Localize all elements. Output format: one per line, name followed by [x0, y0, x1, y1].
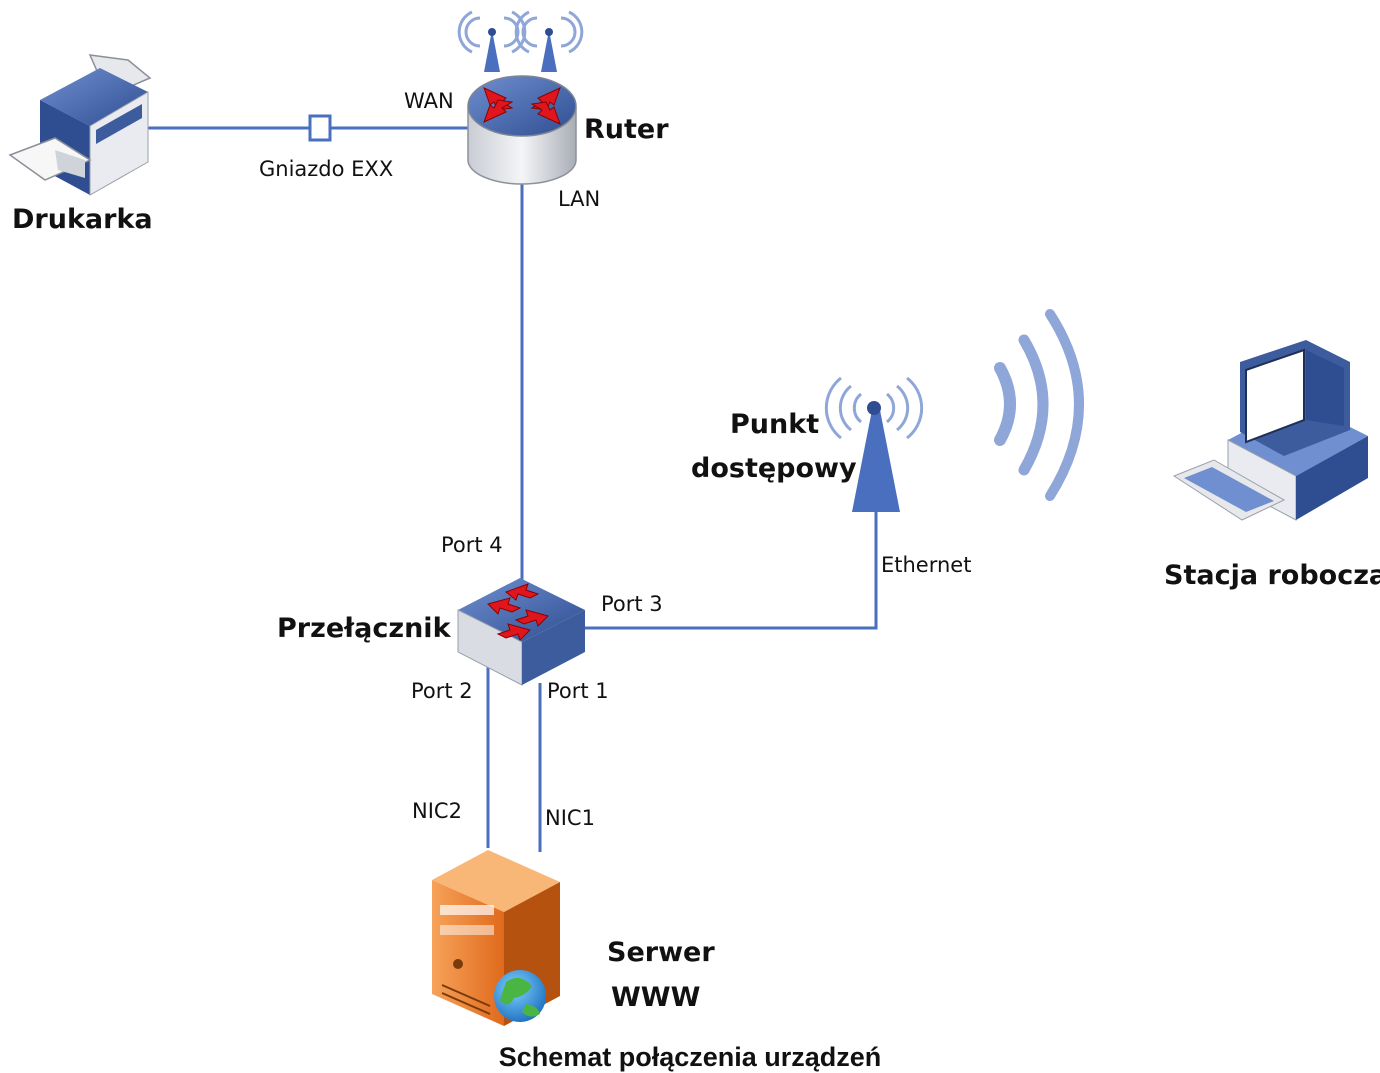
- port4-label: Port 4: [441, 533, 503, 557]
- server-label-line2: WWW: [611, 982, 700, 1013]
- ethernet-label: Ethernet: [881, 553, 971, 577]
- router-icon: [457, 10, 584, 185]
- wireless-signal-icon: [994, 309, 1084, 501]
- wan-label: WAN: [404, 89, 454, 113]
- wall-socket-icon: [308, 114, 332, 142]
- access-point-icon: [824, 376, 924, 512]
- switch-label: Przełącznik: [277, 613, 452, 644]
- router-label: Ruter: [584, 114, 669, 145]
- router-antenna-signal-left: [457, 10, 527, 54]
- router-antenna-signal-right: [514, 10, 584, 54]
- switch-ap-link: [585, 512, 878, 630]
- nic2-label: NIC2: [412, 799, 462, 823]
- access-point-label-line2: dostępowy: [691, 453, 857, 484]
- nic1-label: NIC1: [545, 806, 595, 830]
- printer-label: Drukarka: [12, 204, 153, 235]
- diagram-caption: Schemat połączenia urządzeń: [499, 1042, 882, 1072]
- printer-icon: [8, 54, 152, 196]
- socket-label: Gniazdo EXX: [259, 157, 393, 181]
- port2-label: Port 2: [411, 679, 473, 703]
- access-point-label-line1: Punkt: [730, 409, 819, 440]
- server-label-line1: Serwer: [607, 937, 715, 968]
- workstation-label: Stacja robocza: [1164, 560, 1380, 591]
- switch-icon: [457, 578, 585, 686]
- workstation-icon: [1172, 340, 1368, 521]
- port3-label: Port 3: [601, 592, 663, 616]
- port1-label: Port 1: [547, 679, 609, 703]
- lan-label: LAN: [558, 187, 600, 211]
- web-server-icon: [432, 850, 560, 1026]
